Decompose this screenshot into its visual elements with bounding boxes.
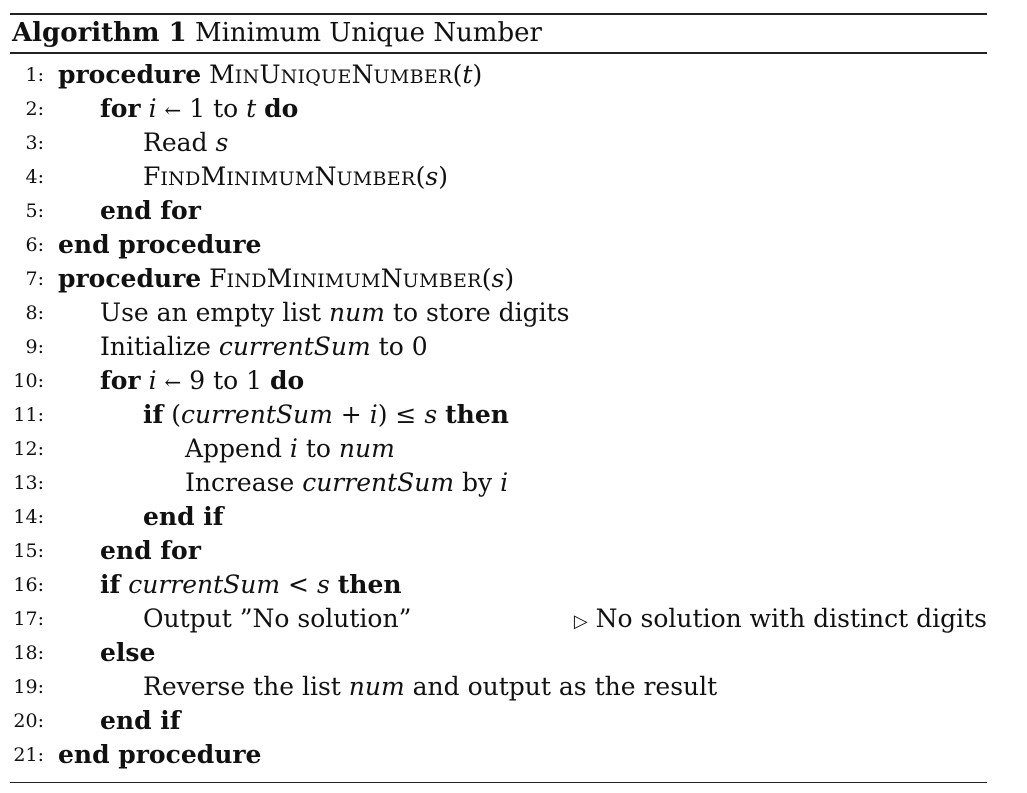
line-number: 8: — [25, 301, 45, 324]
algorithm-line: 13: Increase currentSum by i — [10, 466, 987, 500]
algorithm-line: 8: Use an empty list num to store digits — [10, 296, 987, 330]
algorithm-line: 11: if (currentSum + i) ≤ s then — [10, 398, 987, 432]
algorithm-line: 6: end procedure — [10, 228, 987, 262]
line-code: if currentSum < s then — [100, 569, 402, 599]
top-rule — [10, 13, 987, 15]
line-code: end if — [100, 705, 181, 735]
line-code: Append i to num — [185, 433, 395, 463]
line-number: 15: — [13, 539, 44, 562]
algorithm-line: 9: Initialize currentSum to 0 — [10, 330, 987, 364]
algorithm-line: 4: FINDMINIMUMNUMBER(s) — [10, 160, 987, 194]
line-code: for i ← 1 to t do — [100, 93, 299, 123]
line-number: 7: — [25, 267, 45, 290]
line-number: 4: — [25, 165, 45, 188]
line-number: 10: — [13, 369, 44, 392]
line-code: end procedure — [58, 229, 262, 259]
comment-triangle-icon: ▷ — [573, 610, 588, 632]
line-number: 17: — [13, 607, 44, 630]
comment-text: No solution with distinct digits — [595, 603, 987, 633]
line-comment: ▷ No solution with distinct digits — [574, 602, 987, 639]
line-number: 21: — [13, 743, 44, 766]
algorithm-line: 2: for i ← 1 to t do — [10, 92, 987, 126]
line-code: end if — [143, 501, 224, 531]
line-code: Output ”No solution” — [143, 603, 412, 633]
algorithm-line: 21: end procedure — [10, 738, 987, 772]
line-number: 14: — [13, 505, 44, 528]
line-code: Reverse the list num and output as the r… — [143, 671, 718, 701]
algorithm-line: 7: procedure FINDMINIMUMNUMBER(s) — [10, 262, 987, 296]
algorithm-caption: Algorithm 1 Minimum Unique Number — [10, 15, 987, 52]
line-code: procedure MINUNIQUENUMBER(t) — [58, 59, 483, 89]
line-code: Increase currentSum by i — [185, 467, 509, 497]
line-code: else — [100, 637, 156, 667]
algorithm-line: 18: else — [10, 636, 987, 670]
line-number: 1: — [25, 63, 45, 86]
line-code: Use an empty list num to store digits — [100, 297, 570, 327]
algorithm-block: Algorithm 1 Minimum Unique Number 1: pro… — [10, 13, 987, 783]
line-number: 9: — [25, 335, 45, 358]
caption-rule — [10, 52, 987, 54]
line-number: 13: — [13, 471, 44, 494]
line-code: FINDMINIMUMNUMBER(s) — [143, 161, 448, 191]
line-code: Initialize currentSum to 0 — [100, 331, 428, 361]
algorithm-line: 17: Output ”No solution” ▷ No solution w… — [10, 602, 987, 636]
line-number: 2: — [25, 97, 45, 120]
line-number: 20: — [13, 709, 44, 732]
algorithm-line: 5: end for — [10, 194, 987, 228]
line-number: 6: — [25, 233, 45, 256]
line-code: end procedure — [58, 739, 262, 769]
algorithm-line: 10: for i ← 9 to 1 do — [10, 364, 987, 398]
algorithm-line: 19: Reverse the list num and output as t… — [10, 670, 987, 704]
bottom-rule — [10, 781, 987, 783]
algorithm-lines: 1: procedure MINUNIQUENUMBER(t) 2: for i… — [10, 54, 987, 772]
algorithm-line: 14: end if — [10, 500, 987, 534]
algorithm-line: 20: end if — [10, 704, 987, 738]
algorithm-label: Algorithm 1 — [12, 18, 187, 48]
line-number: 16: — [13, 573, 44, 596]
line-number: 5: — [25, 199, 45, 222]
line-number: 11: — [13, 403, 44, 426]
line-number: 3: — [25, 131, 45, 154]
algorithm-line: 12: Append i to num — [10, 432, 987, 466]
algorithm-line: 15: end for — [10, 534, 987, 568]
line-code: Read s — [143, 127, 229, 157]
line-code: if (currentSum + i) ≤ s then — [143, 399, 509, 429]
algorithm-line: 3: Read s — [10, 126, 987, 160]
line-number: 19: — [13, 675, 44, 698]
line-code: for i ← 9 to 1 do — [100, 365, 305, 395]
line-number: 12: — [13, 437, 44, 460]
line-code: end for — [100, 195, 201, 225]
line-number: 18: — [13, 641, 44, 664]
algorithm-title: Minimum Unique Number — [194, 18, 542, 48]
algorithm-line: 16: if currentSum < s then — [10, 568, 987, 602]
line-code: procedure FINDMINIMUMNUMBER(s) — [58, 263, 515, 293]
line-code: end for — [100, 535, 201, 565]
algorithm-line: 1: procedure MINUNIQUENUMBER(t) — [10, 58, 987, 92]
